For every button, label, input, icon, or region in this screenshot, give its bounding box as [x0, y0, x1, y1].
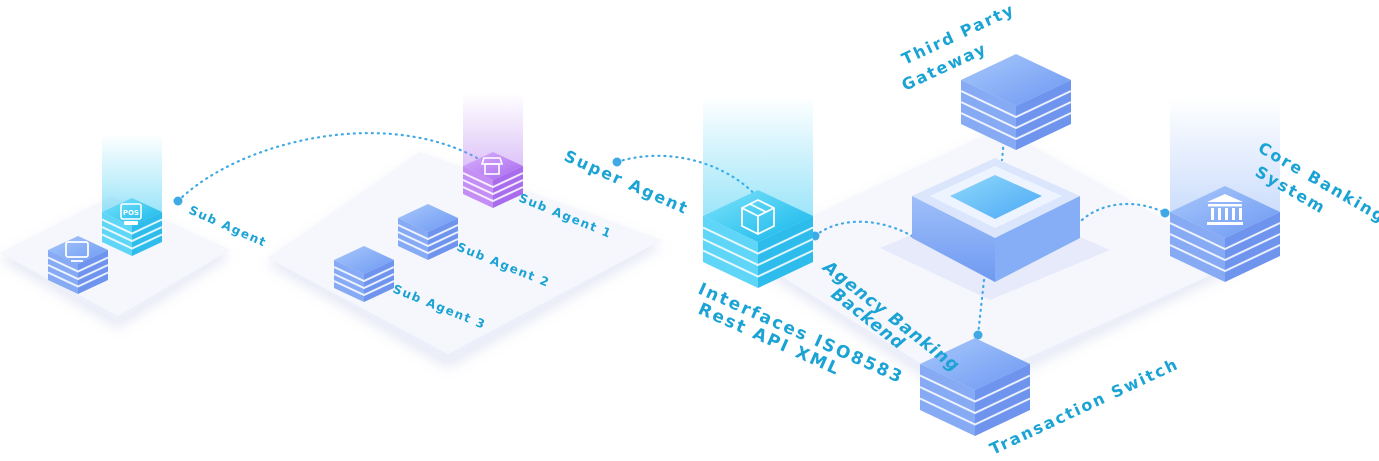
- agency-banking-backend-box: [912, 158, 1080, 282]
- monitor-icon: [65, 241, 89, 262]
- node-dot: [973, 330, 983, 340]
- connector-pos-to-sub-agent-1: [176, 132, 486, 203]
- server-stacks: [47, 54, 1281, 436]
- store-icon: [480, 157, 504, 175]
- pos-terminal-icon: POS: [120, 203, 142, 225]
- package-cube-icon: [741, 198, 775, 236]
- bank-building-icon: [1207, 194, 1243, 225]
- connector-dots: [173, 114, 1170, 340]
- connector-interfaces-to-backend: [813, 220, 914, 238]
- stack-sub-agent-1: [462, 93, 524, 208]
- node-dot: [173, 196, 183, 206]
- node-dot: [612, 157, 622, 167]
- pos-badge: POS: [123, 209, 139, 217]
- stack-core-banking: [1169, 97, 1281, 282]
- stack-sub-agent-2: [397, 204, 459, 260]
- platform-middle: [268, 152, 662, 362]
- node-dot: [1160, 208, 1170, 218]
- stack-sub-agent-3: [333, 246, 395, 302]
- stack-transaction-switch: [919, 338, 1031, 436]
- connector-backend-to-core: [1080, 202, 1167, 222]
- stack-third-party-gateway: [960, 54, 1072, 150]
- stack-pos-terminal: [101, 134, 163, 256]
- stack-monitor: [47, 236, 109, 294]
- stack-super-agent: [702, 96, 814, 288]
- platform-left: [0, 196, 230, 322]
